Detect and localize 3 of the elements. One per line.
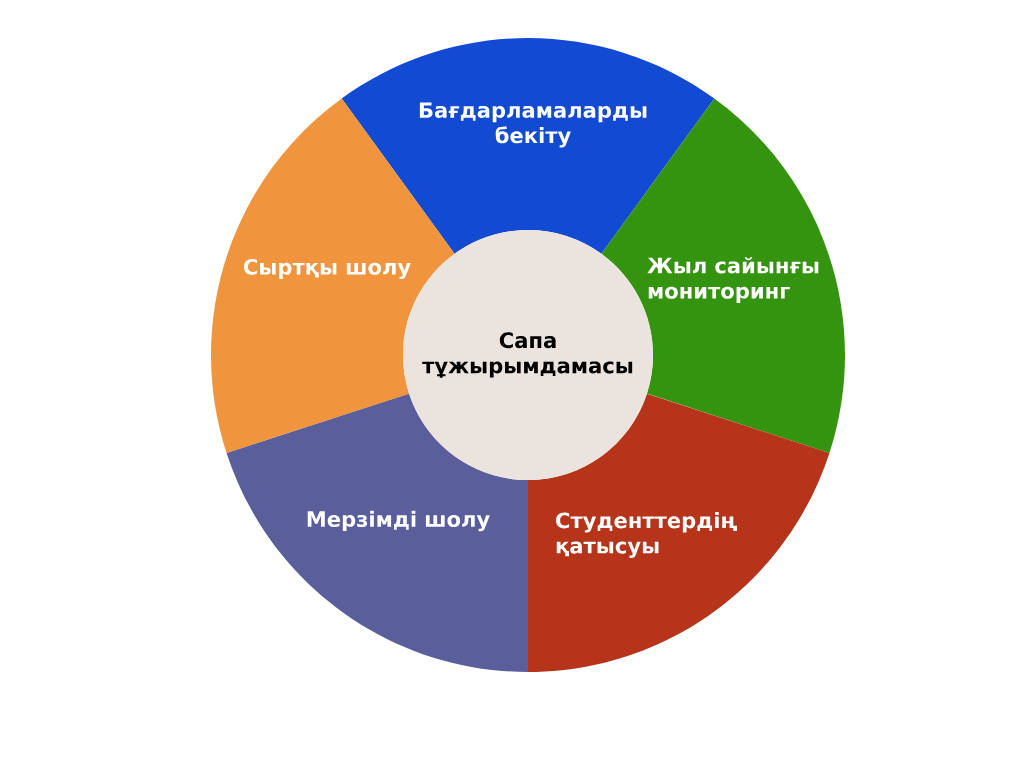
ring-segment: Студенттердің қатысуы <box>528 393 830 672</box>
ring-segment: Мерзімді шолу <box>226 393 528 672</box>
ring-segment: Бағдарламаларды бекіту <box>341 38 715 254</box>
